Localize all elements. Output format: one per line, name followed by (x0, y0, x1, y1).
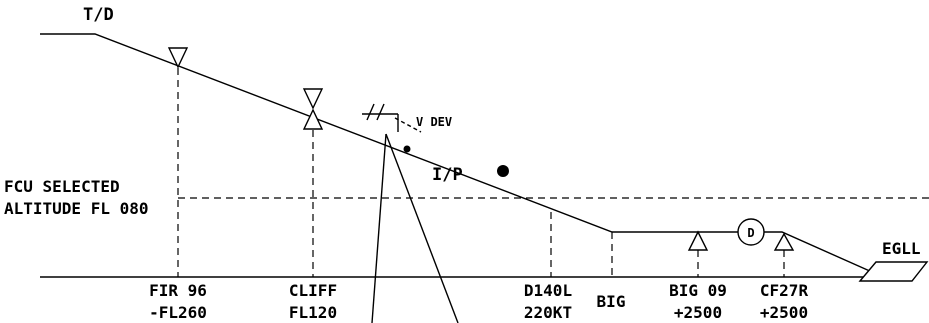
airport-label: EGLL (882, 239, 921, 258)
waypoint-name: BIG (597, 292, 626, 311)
aircraft-tail-icon (376, 103, 385, 121)
decel-point-label: D (747, 226, 754, 240)
approach-segment (764, 231, 873, 273)
waypoint-name: CF27R (760, 281, 809, 300)
vdev-dashed-icon (394, 117, 422, 133)
waypoint-constraint: +2500 (674, 303, 722, 322)
waypoint-name: FIR 96 (149, 281, 207, 300)
fcu-altitude-line2: ALTITUDE FL 080 (4, 199, 149, 218)
waypoint-constraint: 220KT (524, 303, 572, 322)
intercept-point-label: I/P (432, 165, 463, 185)
airport-icon (858, 261, 929, 282)
fir96-at-or-below-icon (167, 47, 189, 69)
waypoint-name: D140L (524, 281, 572, 300)
waypoint-constraint: -FL260 (149, 303, 207, 322)
top-of-descent-label: T/D (83, 5, 114, 25)
wedge-right-line (385, 133, 459, 323)
waypoint-name: BIG 09 (669, 281, 727, 300)
waypoint-name: CLIFF (289, 281, 337, 300)
decel-point-icon (737, 218, 765, 246)
waypoint-constraint: +2500 (760, 303, 808, 322)
cliff-at-or-above-icon (302, 108, 324, 130)
intercept-point-icon (403, 145, 411, 153)
vdev-label: V DEV (416, 115, 452, 129)
waypoint-constraint: FL120 (289, 303, 337, 322)
cf27r-at-or-above-icon (773, 232, 795, 251)
descent-path (40, 33, 700, 233)
fcu-altitude-line1: FCU SELECTED (4, 177, 120, 196)
aircraft-wing-icon (366, 103, 375, 121)
cliff-at-or-below-icon (302, 88, 324, 110)
energy-circle-icon (497, 165, 509, 177)
wedge-left-line (371, 133, 387, 323)
big09-at-or-above-icon (687, 230, 709, 251)
